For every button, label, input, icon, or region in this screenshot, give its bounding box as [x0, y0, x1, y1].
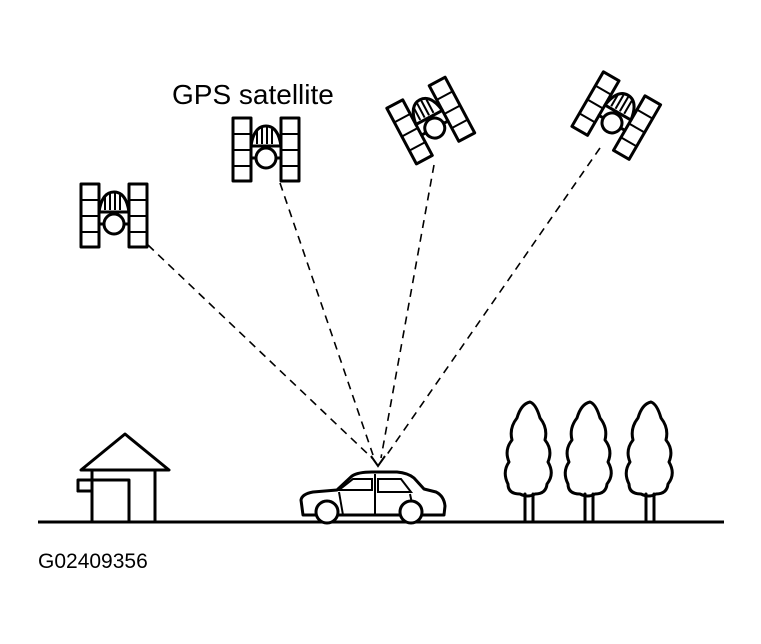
car-icon	[299, 470, 447, 525]
house-icon	[76, 432, 171, 524]
satellite-icon	[570, 70, 663, 161]
tree-icon	[563, 400, 613, 524]
signal-line-2	[279, 182, 374, 456]
tree-icon	[624, 400, 674, 524]
satellite-icon	[385, 75, 477, 166]
signal-line-3	[380, 164, 435, 459]
satellite-label: GPS satellite	[172, 79, 334, 110]
satellite-icon	[231, 116, 301, 183]
signal-line-4	[385, 147, 601, 457]
signal-lines	[147, 147, 601, 468]
satellite-icon	[79, 182, 149, 249]
figure-id: G02409356	[38, 550, 148, 573]
signal-arrowhead	[370, 455, 386, 468]
signal-line-1	[147, 244, 373, 459]
tree-icon	[503, 400, 553, 524]
